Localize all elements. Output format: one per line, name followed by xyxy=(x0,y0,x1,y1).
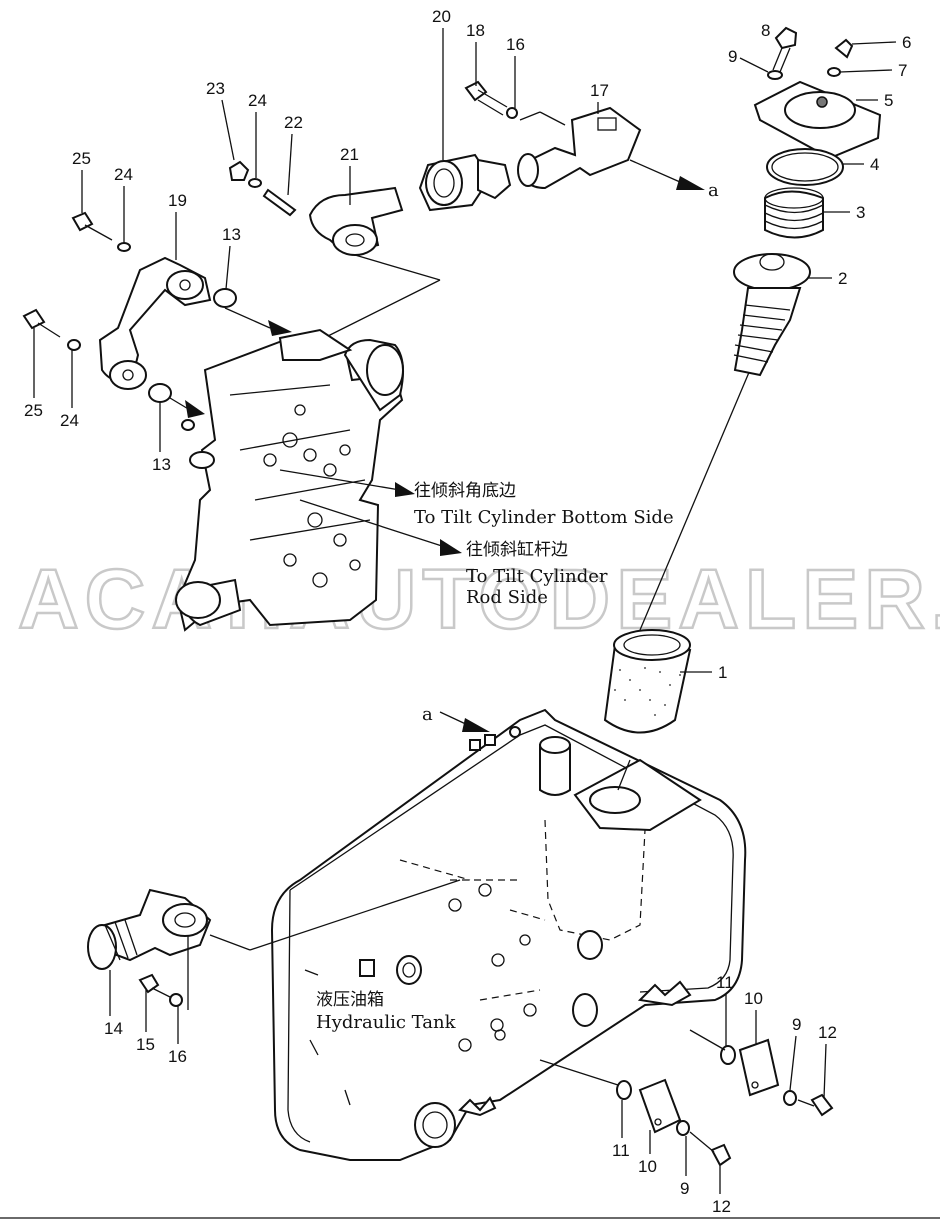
top-piping xyxy=(22,80,705,418)
callout-9-bottom: 9 xyxy=(680,1179,689,1198)
callout-6: 6 xyxy=(902,33,911,52)
callout-15: 15 xyxy=(136,1035,155,1054)
label-tilt-rod-en-2: Rod Side xyxy=(466,587,548,608)
callout-11-bottom: 11 xyxy=(612,1141,630,1160)
label-tank-cn: 液压油箱 xyxy=(316,990,384,1010)
filter-cover-assembly xyxy=(733,26,882,377)
label-tilt-bottom-cn: 往倾斜角底边 xyxy=(414,481,516,501)
label-tilt-rod-en-1: To Tilt Cylinder xyxy=(466,566,608,587)
callout-13-bottom: 13 xyxy=(152,455,171,474)
callout-16-bottom: 16 xyxy=(168,1047,187,1066)
callout-22: 22 xyxy=(284,113,303,132)
callout-25-top: 25 xyxy=(72,149,91,168)
callout-20: 20 xyxy=(432,7,451,26)
watermark: ACAT.AUTODEALER.RU xyxy=(18,552,940,646)
callout-9-right: 9 xyxy=(792,1015,801,1034)
callout-9-top: 9 xyxy=(728,47,737,66)
callout-7: 7 xyxy=(898,61,907,80)
label-ref-a-bottom: a xyxy=(422,704,433,725)
callout-21: 21 xyxy=(340,145,359,164)
callout-16-top: 16 xyxy=(506,35,525,54)
callout-8: 8 xyxy=(761,21,770,40)
callout-13-top: 13 xyxy=(222,225,241,244)
control-valve xyxy=(175,328,462,632)
callout-5: 5 xyxy=(884,91,893,110)
callout-3: 3 xyxy=(856,203,865,222)
hydraulic-tank xyxy=(270,708,747,1161)
callout-2: 2 xyxy=(838,269,847,288)
callout-24-left: 24 xyxy=(114,165,133,184)
callout-24-top: 24 xyxy=(248,91,267,110)
label-tilt-bottom-en: To Tilt Cylinder Bottom Side xyxy=(414,507,674,528)
callouts: 1 2 3 4 5 6 7 8 9 20 18 16 17 21 22 23 2… xyxy=(24,7,911,1216)
callout-25-bottom: 25 xyxy=(24,401,43,420)
callout-14: 14 xyxy=(104,1019,123,1038)
callout-17: 17 xyxy=(590,81,609,100)
callout-19: 19 xyxy=(168,191,187,210)
filter-element xyxy=(603,369,751,791)
label-tilt-rod-cn: 往倾斜缸杆边 xyxy=(466,539,568,560)
callout-24-bottom: 24 xyxy=(60,411,79,430)
label-tank-en: Hydraulic Tank xyxy=(316,1012,457,1033)
callout-18: 18 xyxy=(466,21,485,40)
callout-23: 23 xyxy=(206,79,225,98)
callout-11-right: 11 xyxy=(716,973,734,992)
callout-12-right: 12 xyxy=(818,1023,837,1042)
drain-covers xyxy=(539,1029,834,1167)
callout-1: 1 xyxy=(718,663,727,682)
callout-4: 4 xyxy=(870,155,879,174)
callout-12-bottom: 12 xyxy=(712,1197,731,1216)
callout-10-right: 10 xyxy=(744,989,763,1008)
suction-strainer xyxy=(87,879,461,1007)
callout-10-bottom: 10 xyxy=(638,1157,657,1176)
label-ref-a-top: a xyxy=(708,180,719,201)
